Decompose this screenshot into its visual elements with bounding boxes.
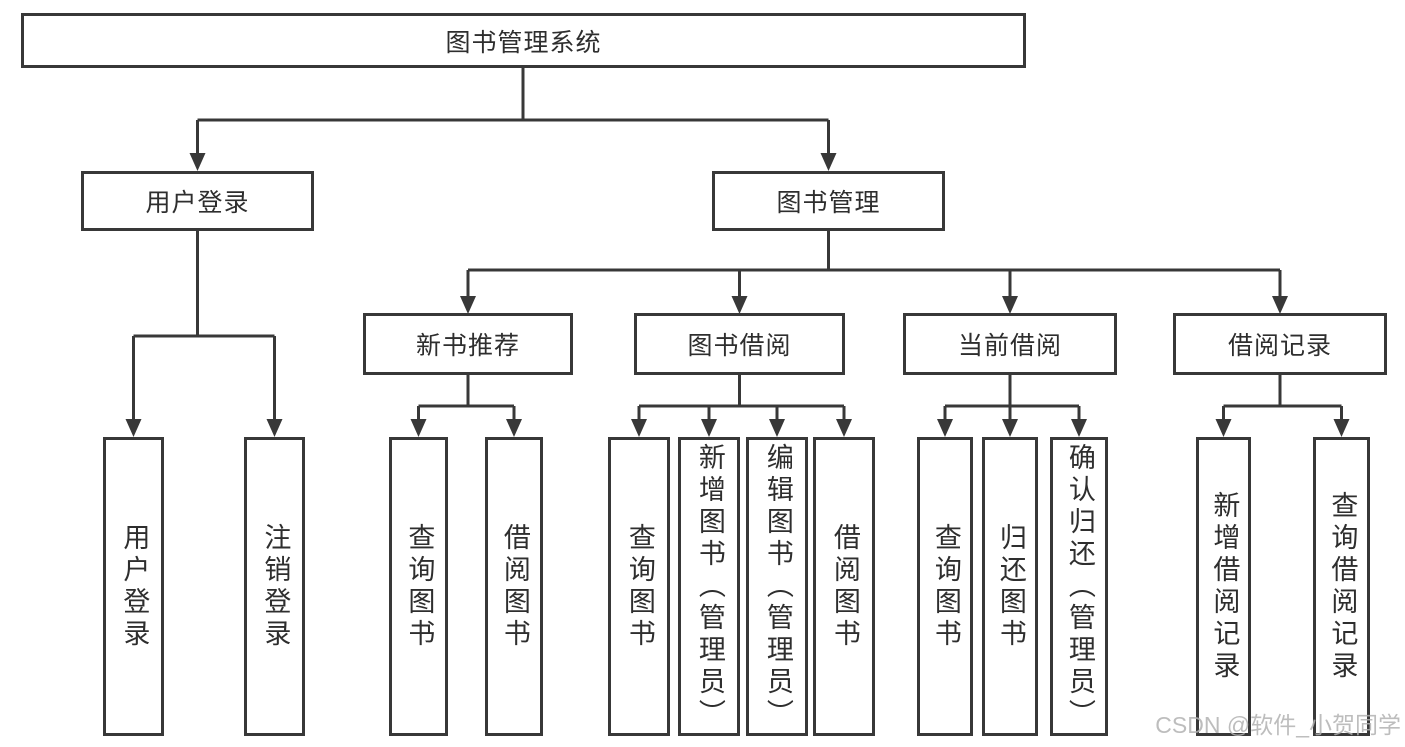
leaf-add-borrow-record: 新增借阅记录 xyxy=(1196,437,1251,736)
node-new-book-recommendation: 新书推荐 xyxy=(363,313,573,375)
node-library-management-system: 图书管理系统 xyxy=(21,13,1026,68)
node-current-borrowing: 当前借阅 xyxy=(903,313,1117,375)
leaf-add-books-admin: 新增图书（管理员） xyxy=(678,437,740,736)
node-user-login: 用户登录 xyxy=(81,171,314,231)
watermark: CSDN @软件_小贺同学 xyxy=(1155,712,1401,738)
node-book-management: 图书管理 xyxy=(712,171,945,231)
leaf-borrow-books-borrowing: 借阅图书 xyxy=(813,437,875,736)
leaf-query-books-borrowing: 查询图书 xyxy=(608,437,670,736)
leaf-confirm-return-admin: 确认归还（管理员） xyxy=(1050,437,1108,736)
leaf-query-borrow-record: 查询借阅记录 xyxy=(1313,437,1370,736)
leaf-return-books: 归还图书 xyxy=(982,437,1038,736)
node-book-borrowing: 图书借阅 xyxy=(634,313,845,375)
leaf-query-books-recommend: 查询图书 xyxy=(389,437,448,736)
leaf-borrow-books-recommend: 借阅图书 xyxy=(485,437,543,736)
leaf-logout: 注销登录 xyxy=(244,437,305,736)
leaf-edit-books-admin: 编辑图书（管理员） xyxy=(746,437,808,736)
leaf-query-books-current: 查询图书 xyxy=(917,437,973,736)
node-borrowing-records: 借阅记录 xyxy=(1173,313,1387,375)
leaf-user-login: 用户登录 xyxy=(103,437,164,736)
